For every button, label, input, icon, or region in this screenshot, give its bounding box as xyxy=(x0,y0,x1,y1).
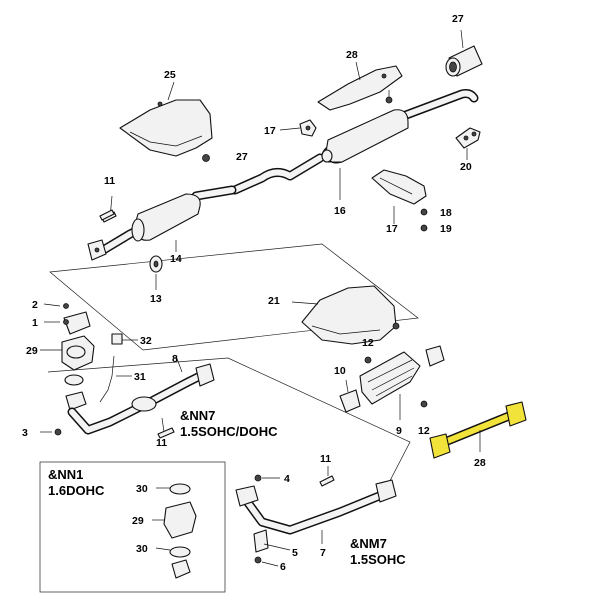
callout-labels: 27 28 25 17 27 20 11 16 18 17 19 14 13 2… xyxy=(22,13,486,573)
callout-21: 21 xyxy=(268,295,280,307)
callout-25: 28 xyxy=(346,49,358,61)
callout-9: 9 xyxy=(396,425,402,437)
callout-19: 19 xyxy=(440,223,452,235)
variant-nm7-code: &NM7 xyxy=(350,536,387,551)
callout-3: 3 xyxy=(22,427,28,439)
callout-5: 5 xyxy=(292,547,298,559)
callout-12-top: 12 xyxy=(362,337,374,349)
callout-6: 6 xyxy=(280,561,286,573)
bracket-20 xyxy=(455,127,481,160)
tail-pipe-27 xyxy=(445,29,483,77)
callout-2: 2 xyxy=(32,299,38,311)
rear-muffler-15 xyxy=(230,89,479,200)
variant-nm7-desc: 1.5SOHC xyxy=(350,552,406,567)
callout-15: 16 xyxy=(334,205,346,217)
variant-nn7-desc: 1.5SOHC/DOHC xyxy=(180,424,278,439)
callout-20: 20 xyxy=(460,161,472,173)
catalytic-converter-9 xyxy=(339,345,445,420)
callout-29: 29 xyxy=(26,345,38,357)
heat-shield-23 xyxy=(119,81,213,162)
nn1-inset-parts xyxy=(152,483,197,579)
callout-29-inset: 29 xyxy=(132,515,144,527)
callout-18: 18 xyxy=(440,207,452,219)
hanger-16 xyxy=(279,119,317,137)
callout-28: 28 xyxy=(474,457,486,469)
ring-13 xyxy=(149,255,163,290)
callout-30-bottom: 30 xyxy=(136,543,148,555)
callout-11-bottom: 11 xyxy=(320,453,331,465)
callout-16: 17 xyxy=(264,125,276,137)
center-muffler-14 xyxy=(87,185,237,261)
callout-17: 17 xyxy=(386,223,398,235)
callout-12-bottom: 12 xyxy=(418,425,430,437)
callout-11-top: 11 xyxy=(104,175,115,187)
manifold-assembly-left xyxy=(40,303,215,436)
callout-10: 10 xyxy=(334,365,346,377)
callout-27: 27 xyxy=(452,13,464,25)
callout-30-top: 30 xyxy=(136,483,148,495)
variant-labels: &NN7 1.5SOHC/DOHC &NN1 1.6DOHC &NM7 1.5S… xyxy=(48,408,406,567)
nn1-inset-box xyxy=(39,461,226,593)
middle-frame xyxy=(47,357,411,501)
callout-4: 4 xyxy=(284,473,290,485)
front-pipe-28-highlighted xyxy=(429,401,527,459)
variant-nn7-code: &NN7 xyxy=(180,408,215,423)
callout-7: 7 xyxy=(320,547,326,559)
callout-14: 14 xyxy=(170,253,182,265)
callout-13: 13 xyxy=(150,293,162,305)
upper-frame xyxy=(49,243,419,351)
bolts-11 xyxy=(99,209,175,439)
callout-23: 25 xyxy=(164,69,176,81)
heat-shield-17 xyxy=(371,169,428,232)
variant-nn1-code: &NN1 xyxy=(48,467,83,482)
callout-24: 27 xyxy=(236,151,248,163)
heat-shield-25 xyxy=(317,61,403,111)
callout-1: 1 xyxy=(32,317,38,329)
callout-8: 8 xyxy=(172,353,178,365)
callout-32: 32 xyxy=(140,335,152,347)
heat-shield-21 xyxy=(291,285,400,345)
callout-11-mid: 11 xyxy=(156,437,167,449)
front-pipe-7 xyxy=(235,466,397,567)
variant-nn1-desc: 1.6DOHC xyxy=(48,483,105,498)
callout-31: 31 xyxy=(134,371,146,383)
